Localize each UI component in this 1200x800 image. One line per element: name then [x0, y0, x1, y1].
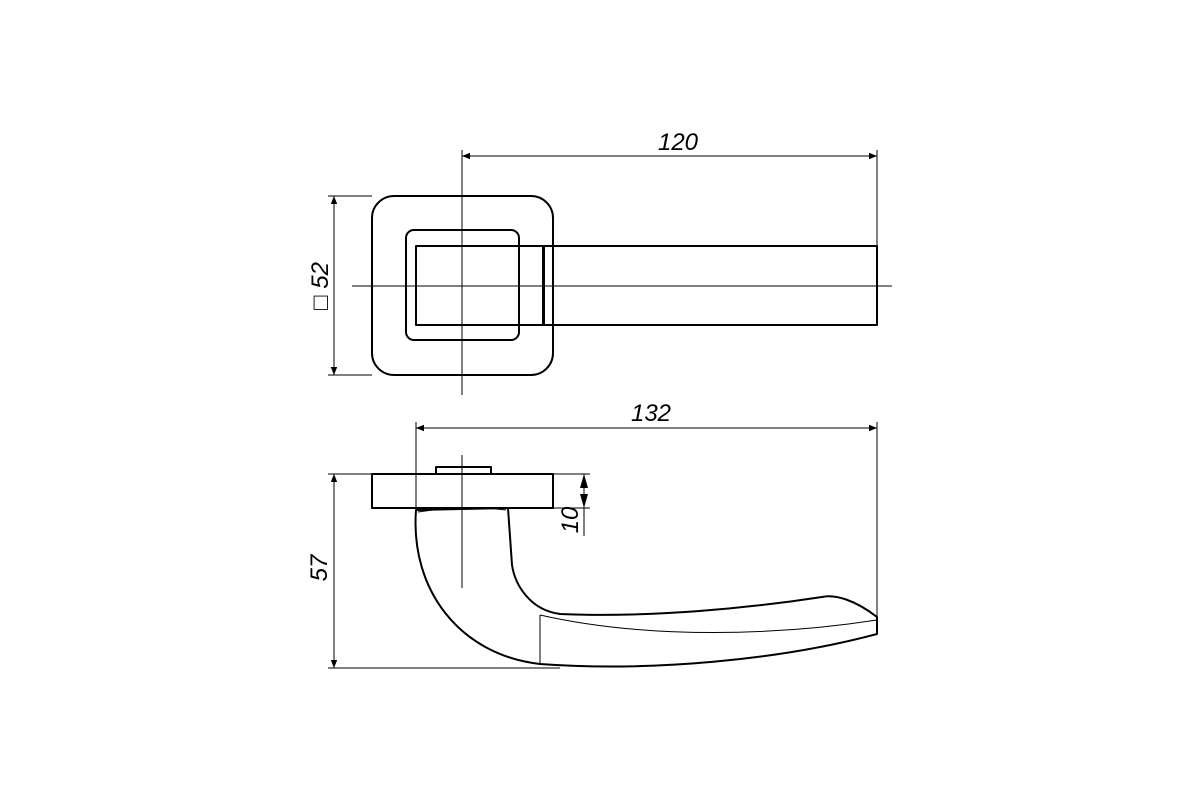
dim-10-label-group: 10	[557, 506, 584, 533]
dim-52-label: □ 52	[307, 262, 334, 310]
dim-52-label-group: □ 52	[307, 262, 334, 310]
lever-highlight	[539, 614, 878, 633]
top-view: 120 □ 52	[307, 129, 892, 395]
dim-10-arrow-bottom	[580, 494, 588, 508]
dim-132-label: 132	[631, 400, 671, 427]
dim-10-label: 10	[557, 506, 584, 533]
spindle-cap	[435, 466, 492, 475]
dim-57-label-group: 57	[306, 553, 333, 581]
dim-120-label: 120	[658, 129, 699, 156]
dim-10-arrow-top	[580, 474, 588, 488]
dim-57-label: 57	[306, 553, 333, 581]
side-view: 132 57 10	[306, 400, 878, 669]
lever-profile	[414, 507, 878, 668]
